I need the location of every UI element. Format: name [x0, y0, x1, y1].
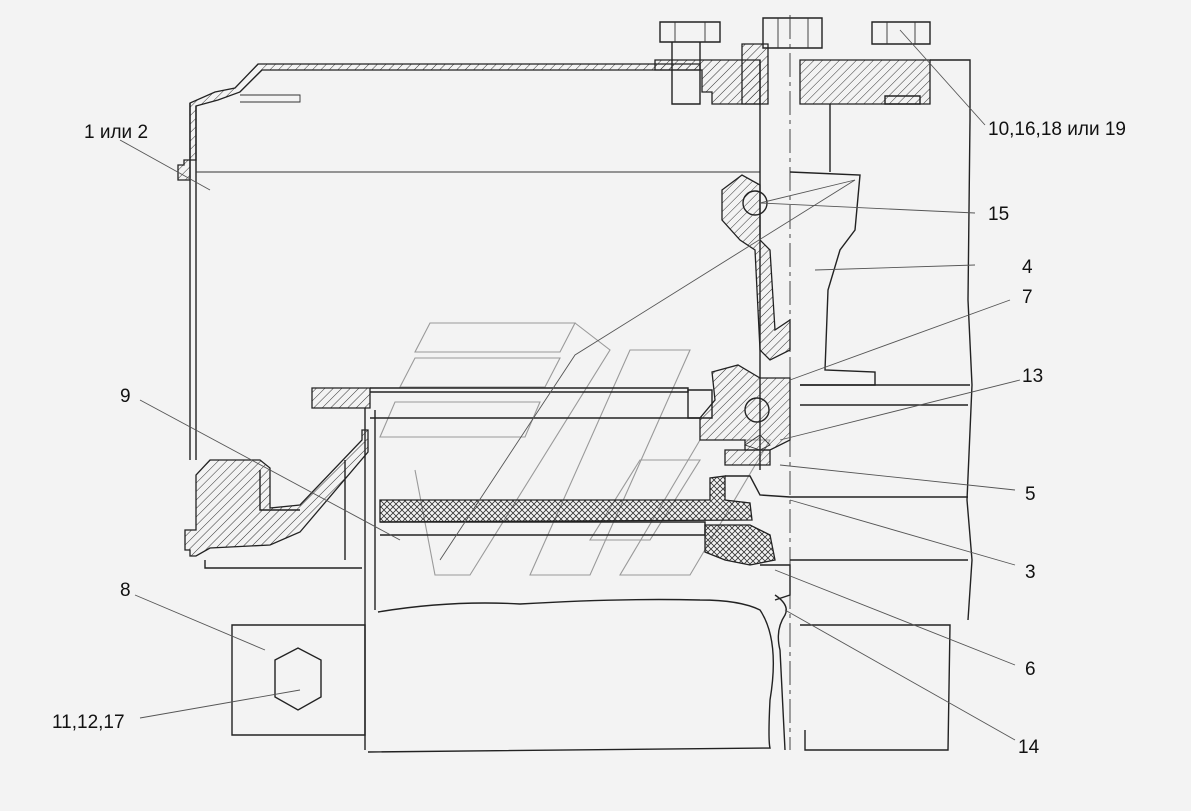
cover-plate — [177, 59, 971, 460]
callout-labels: 1 или 2 10,16,18 или 19 15 4 7 13 9 5 3 … — [52, 119, 1126, 758]
top-bolt-center — [741, 17, 823, 105]
label-11-12-17: 11,12,17 — [52, 712, 125, 733]
label-15: 15 — [988, 204, 1009, 225]
bushing-assembly — [687, 364, 791, 466]
label-14: 14 — [1018, 737, 1040, 758]
label-7: 7 — [1022, 287, 1033, 308]
label-1-or-2: 1 или 2 — [84, 122, 148, 143]
label-10-16-18-19: 10,16,18 или 19 — [988, 119, 1126, 140]
label-9: 9 — [120, 386, 131, 407]
label-8: 8 — [120, 580, 131, 601]
side-channel — [184, 429, 369, 569]
broken-section — [364, 594, 787, 753]
plate-3 — [379, 475, 791, 601]
label-5: 5 — [1025, 484, 1036, 505]
label-13: 13 — [1022, 366, 1043, 387]
hex-nut — [274, 647, 322, 711]
label-6: 6 — [1025, 659, 1036, 680]
top-bolt-right — [871, 21, 931, 105]
label-4: 4 — [1022, 257, 1033, 278]
bracket-4 — [721, 171, 876, 386]
plate-9 — [311, 387, 700, 610]
housing-right — [790, 119, 973, 751]
label-3: 3 — [1025, 562, 1036, 583]
bar-8 — [231, 624, 366, 736]
top-bolt-left — [659, 21, 721, 105]
leader-lines — [119, 29, 1021, 741]
